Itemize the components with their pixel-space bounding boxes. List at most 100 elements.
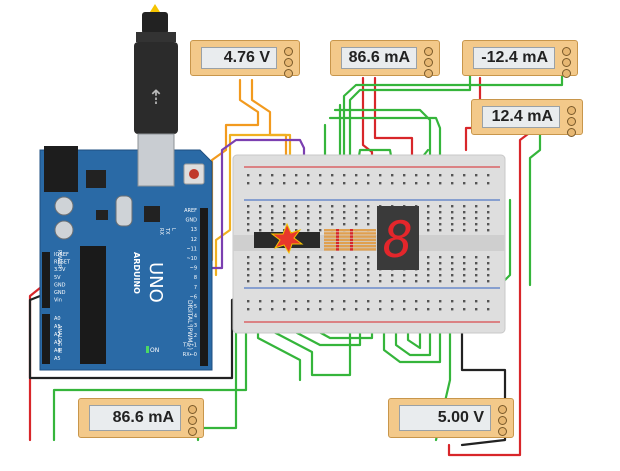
hole[interactable] — [367, 300, 370, 303]
hole[interactable] — [295, 262, 298, 265]
hole[interactable] — [307, 229, 310, 232]
hole[interactable] — [367, 274, 370, 277]
hole[interactable] — [283, 211, 286, 214]
hole[interactable] — [271, 274, 274, 277]
hole[interactable] — [283, 262, 286, 265]
hole[interactable] — [259, 262, 262, 265]
hole[interactable] — [247, 256, 250, 259]
hole[interactable] — [331, 223, 334, 226]
hole[interactable] — [439, 211, 442, 214]
hole[interactable] — [415, 182, 418, 185]
hole[interactable] — [247, 280, 250, 283]
hole[interactable] — [295, 205, 298, 208]
hole[interactable] — [367, 223, 370, 226]
hole[interactable] — [343, 274, 346, 277]
hole[interactable] — [319, 262, 322, 265]
hole[interactable] — [451, 256, 454, 259]
reset-button-cap[interactable] — [189, 169, 199, 179]
hole[interactable] — [271, 205, 274, 208]
hole[interactable] — [355, 182, 358, 185]
hole[interactable] — [451, 182, 454, 185]
hole[interactable] — [259, 205, 262, 208]
hole[interactable] — [487, 205, 490, 208]
hole[interactable] — [439, 229, 442, 232]
hole[interactable] — [295, 300, 298, 303]
hole[interactable] — [259, 274, 262, 277]
hole[interactable] — [271, 211, 274, 214]
hole[interactable] — [439, 256, 442, 259]
hole[interactable] — [487, 300, 490, 303]
hole[interactable] — [331, 182, 334, 185]
hole[interactable] — [379, 174, 382, 177]
hole[interactable] — [283, 308, 286, 311]
hole[interactable] — [343, 223, 346, 226]
hole[interactable] — [319, 205, 322, 208]
meter-knobs[interactable] — [567, 106, 577, 137]
hole[interactable] — [427, 268, 430, 271]
hole[interactable] — [283, 217, 286, 220]
hole[interactable] — [295, 274, 298, 277]
hole[interactable] — [331, 280, 334, 283]
hole[interactable] — [307, 182, 310, 185]
hole[interactable] — [259, 182, 262, 185]
hole[interactable] — [403, 182, 406, 185]
hole[interactable] — [463, 262, 466, 265]
hole[interactable] — [355, 174, 358, 177]
hole[interactable] — [367, 256, 370, 259]
hole[interactable] — [463, 229, 466, 232]
hole[interactable] — [295, 217, 298, 220]
hole[interactable] — [271, 268, 274, 271]
hole[interactable] — [259, 174, 262, 177]
hole[interactable] — [463, 174, 466, 177]
hole[interactable] — [487, 280, 490, 283]
hole[interactable] — [307, 223, 310, 226]
meter-knobs[interactable] — [284, 47, 294, 78]
hole[interactable] — [415, 300, 418, 303]
hole[interactable] — [439, 182, 442, 185]
hole[interactable] — [283, 223, 286, 226]
hole[interactable] — [367, 262, 370, 265]
hole[interactable] — [451, 217, 454, 220]
hole[interactable] — [331, 274, 334, 277]
hole[interactable] — [259, 223, 262, 226]
hole[interactable] — [355, 300, 358, 303]
hole[interactable] — [403, 308, 406, 311]
hole[interactable] — [415, 308, 418, 311]
hole[interactable] — [487, 274, 490, 277]
hole[interactable] — [295, 223, 298, 226]
hole[interactable] — [355, 211, 358, 214]
hole[interactable] — [427, 229, 430, 232]
hole[interactable] — [415, 280, 418, 283]
hole[interactable] — [379, 308, 382, 311]
hole[interactable] — [463, 274, 466, 277]
hole[interactable] — [367, 174, 370, 177]
hole[interactable] — [319, 308, 322, 311]
hole[interactable] — [355, 217, 358, 220]
hole[interactable] — [487, 217, 490, 220]
hole[interactable] — [427, 262, 430, 265]
hole[interactable] — [271, 174, 274, 177]
hole[interactable] — [475, 300, 478, 303]
hole[interactable] — [319, 229, 322, 232]
hole[interactable] — [463, 223, 466, 226]
hole[interactable] — [427, 280, 430, 283]
hole[interactable] — [259, 217, 262, 220]
hole[interactable] — [271, 256, 274, 259]
hole[interactable] — [367, 211, 370, 214]
hole[interactable] — [247, 223, 250, 226]
hole[interactable] — [331, 174, 334, 177]
hole[interactable] — [439, 217, 442, 220]
hole[interactable] — [451, 280, 454, 283]
black-wire-2[interactable] — [460, 298, 507, 447]
hole[interactable] — [307, 205, 310, 208]
hole[interactable] — [295, 280, 298, 283]
hole[interactable] — [259, 229, 262, 232]
hole[interactable] — [451, 262, 454, 265]
hole[interactable] — [367, 268, 370, 271]
hole[interactable] — [451, 229, 454, 232]
hole[interactable] — [331, 300, 334, 303]
green-wire-4[interactable] — [333, 108, 432, 187]
hole[interactable] — [427, 182, 430, 185]
hole[interactable] — [295, 229, 298, 232]
meter-knobs[interactable] — [188, 405, 198, 436]
